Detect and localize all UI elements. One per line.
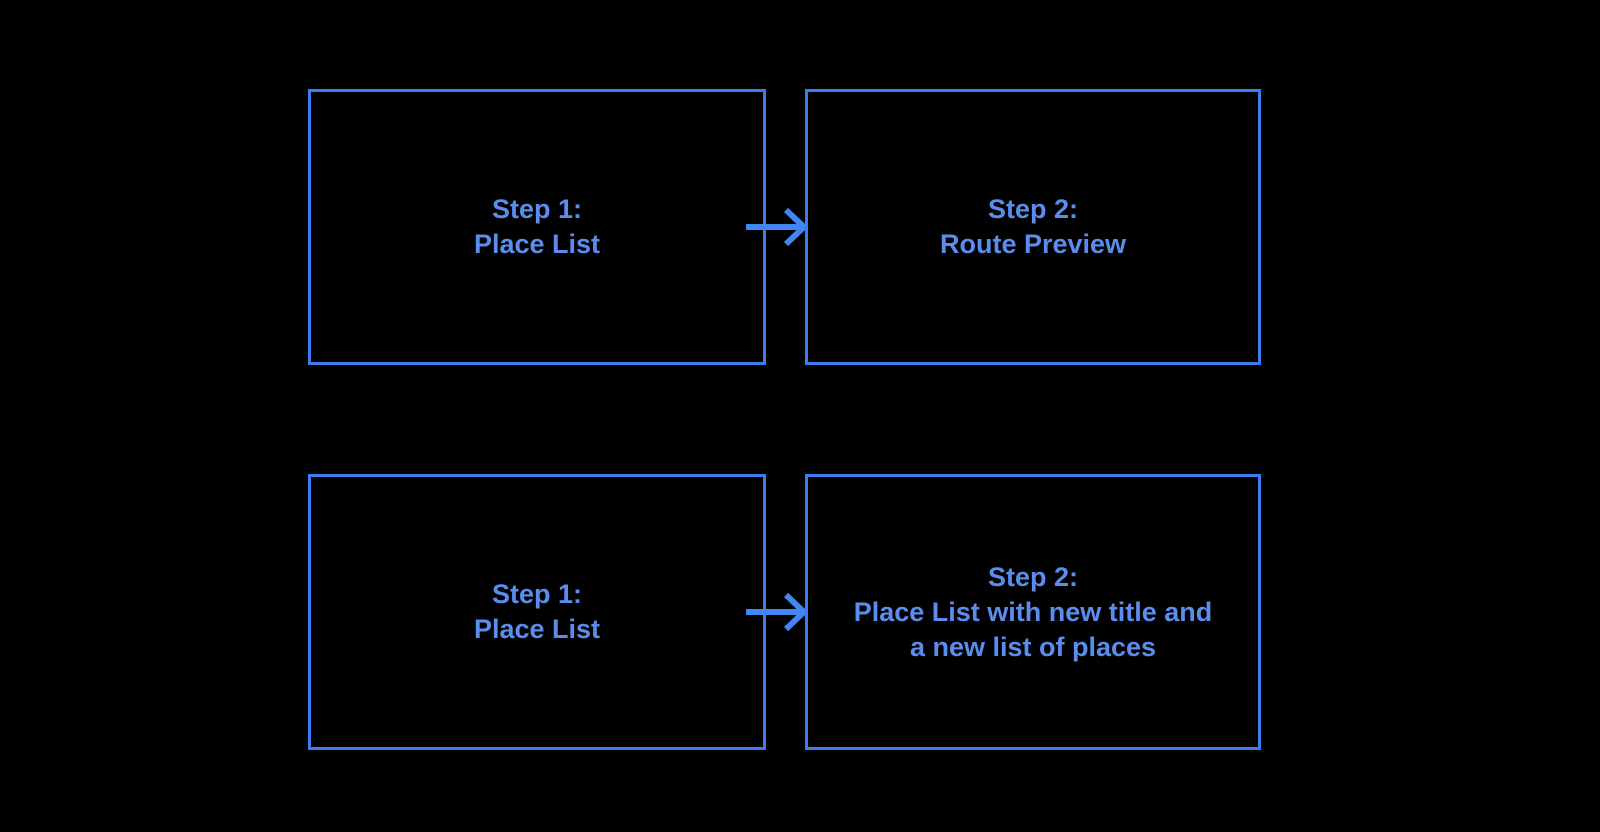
step-box-place-list-bottom[interactable]: Step 1: Place List bbox=[308, 474, 766, 750]
flow-row-new-place-list: Step 1: Place List Step 2: Place List wi… bbox=[0, 474, 1600, 750]
step-box-place-list-top[interactable]: Step 1: Place List bbox=[308, 89, 766, 365]
step-box-label: Step 2: Route Preview bbox=[939, 194, 1127, 259]
flow-row-route-preview: Step 1: Place List Step 2: Route Preview bbox=[0, 89, 1600, 365]
step-box-label: Step 1: Place List bbox=[473, 579, 601, 644]
step-box-route-preview[interactable]: Step 2: Route Preview bbox=[805, 89, 1261, 365]
step-box-label: Step 1: Place List bbox=[473, 194, 601, 259]
step-box-new-place-list[interactable]: Step 2: Place List with new title and a … bbox=[805, 474, 1261, 750]
step-box-label: Step 2: Place List with new title and a … bbox=[853, 561, 1213, 662]
